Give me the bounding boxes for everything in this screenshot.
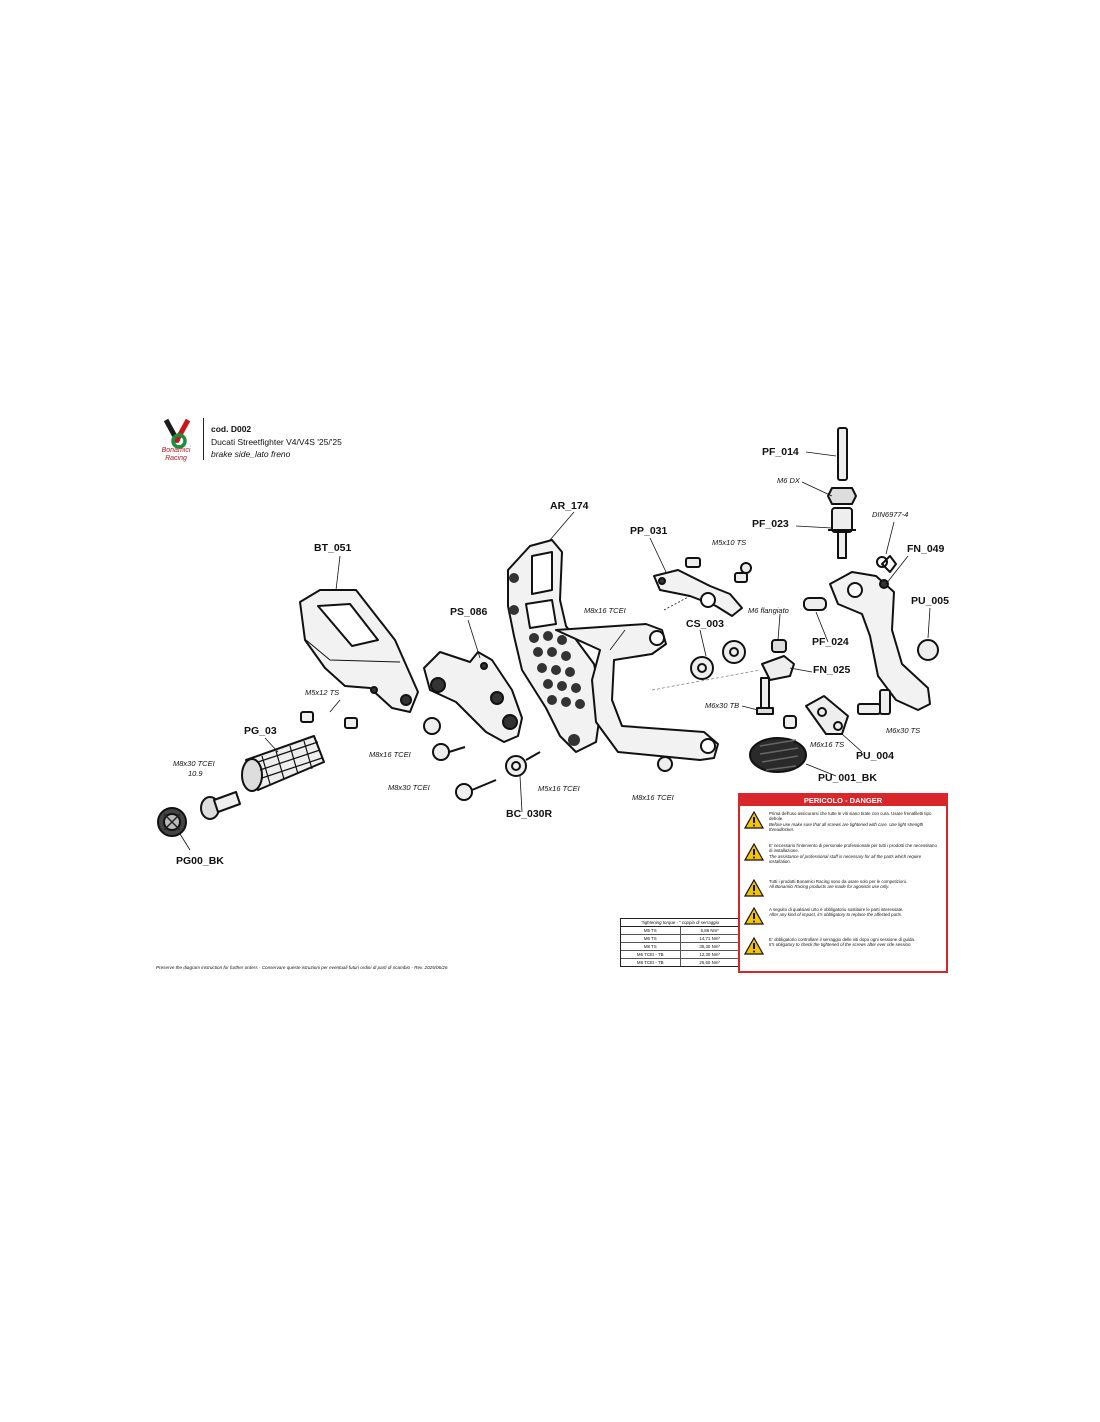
label-m8x16-tcei-top: M8x16 TCEI: [584, 606, 626, 615]
heel-guard-part: [299, 589, 419, 713]
danger-text-it: Prima dell'uso assicurarsi che tutte le …: [769, 811, 932, 822]
warning-icon: [744, 937, 764, 955]
header-divider: [203, 418, 204, 460]
label-fn-049: FN_049: [907, 543, 945, 555]
warning-icon: [744, 879, 764, 897]
label-m8x30-tcei-a: M8x30 TCEI: [173, 759, 215, 768]
pin-part: [803, 597, 827, 611]
warning-icon: [744, 811, 764, 829]
label-m5x16-tcei: M5x16 TCEI: [538, 784, 580, 793]
danger-item: Tutti i prodotti Bonamici Racing sono da…: [744, 879, 942, 907]
label-fn-025: FN_025: [813, 664, 851, 676]
label-pg-03: PG_03: [244, 725, 277, 737]
label-pf-014: PF_014: [762, 446, 799, 458]
rearset-holes: [509, 573, 585, 746]
m8x30-bolt: [200, 791, 241, 820]
label-din6977-4: DIN6977-4: [872, 510, 909, 519]
m5x10-screws: [685, 557, 748, 583]
leader-lines: [179, 451, 931, 851]
danger-text-it: E' obbligatorio controllare il serraggio…: [769, 937, 916, 942]
bonamici-logo: [163, 418, 191, 449]
label-pu-004: PU_004: [856, 750, 894, 762]
m6x30-ts-screw: [857, 689, 891, 715]
lever-arm-part: [829, 555, 931, 711]
label-ps-086: PS_086: [450, 606, 488, 618]
product-code: cod. D002: [211, 424, 252, 434]
linkage-part: [756, 639, 795, 715]
plate-part: [423, 651, 523, 743]
label-ar-174: AR_174: [550, 500, 589, 512]
torque-table: "tightening torque - " coppia di serragg…: [620, 918, 740, 967]
label-m8x16-tcei-left: M8x16 TCEI: [369, 750, 411, 759]
danger-text-it: E' necessario l'intervento di personale …: [769, 843, 937, 854]
danger-text-en: It's obligatory to check the tightened o…: [769, 942, 912, 948]
label-m6-flangiato: M6 flangiato: [748, 606, 789, 615]
label-m8x16-tcei-bottom: M8x16 TCEI: [632, 793, 674, 802]
label-m6x30-ts: M6x30 TS: [886, 726, 921, 735]
label-pp-031: PP_031: [630, 525, 668, 537]
pp-031-part: [653, 569, 743, 617]
label-m6-dx: M6 DX: [777, 476, 800, 485]
bearings-part: [690, 640, 746, 680]
label-m8x30-tcei-mid: M8x30 TCEI: [388, 783, 430, 792]
warning-icon: [744, 843, 764, 861]
label-m5x10-ts: M5x10 TS: [712, 538, 747, 547]
brake-lever-part: [555, 623, 719, 761]
label-m5x12-ts: M5x12 TS: [305, 688, 340, 697]
footer-note: Preserve the diagram instruction for fur…: [156, 965, 448, 970]
end-cap-part: [157, 807, 187, 837]
danger-item: A seguito di qualsiasi urto è obbligator…: [744, 907, 942, 935]
label-m6x30-tb: M6x30 TB: [705, 701, 740, 710]
danger-text-it: A seguito di qualsiasi urto è obbligator…: [769, 907, 904, 912]
label-pu-001-bk: PU_001_BK: [818, 772, 877, 784]
torque-table-header: "tightening torque - " coppia di serragg…: [621, 919, 739, 927]
label-pu-005: PU_005: [911, 595, 949, 607]
label-m8x30-tcei-b: 10.9: [188, 769, 203, 778]
model-name: Ducati Streetfighter V4/V4S '25/'25: [211, 437, 342, 447]
label-m6x16-ts: M6x16 TS: [810, 740, 845, 749]
danger-text-en: The assistance of professional staff is …: [769, 853, 922, 865]
danger-text-en: Before use make sure that all screws are…: [769, 821, 924, 833]
pivot-pin-part: [827, 427, 857, 559]
danger-title: PERICOLO - DANGER: [740, 795, 946, 806]
pu-004-part: [805, 695, 849, 735]
label-pf-023: PF_023: [752, 518, 789, 530]
danger-text-en: All Bonamici Racing products are made fo…: [769, 884, 890, 890]
label-pf-024: PF_024: [812, 636, 849, 648]
danger-item: Prima dell'uso assicurarsi che tutte le …: [744, 811, 942, 839]
bush-part: [917, 639, 939, 661]
rubber-peg-part: [749, 737, 807, 773]
danger-item: E' obbligatorio controllare il serraggio…: [744, 937, 942, 965]
danger-text-it: Tutti i prodotti Bonamici Racing sono da…: [769, 879, 907, 884]
warning-icon: [744, 907, 764, 925]
danger-box: PERICOLO - DANGER Prima dell'uso assicur…: [738, 793, 948, 973]
m6x16-screw: [783, 715, 797, 729]
brand-name: Bonamici Racing: [161, 447, 191, 462]
footpeg-part: [241, 735, 325, 792]
danger-text-en: After any kind of impact, it's obbligato…: [769, 912, 903, 918]
side-label: brake side_lato freno: [211, 449, 291, 459]
danger-item: E' necessario l'intervento di personale …: [744, 843, 942, 871]
label-pg00-bk: PG00_BK: [176, 855, 224, 867]
label-bt-051: BT_051: [314, 542, 352, 554]
label-bc-030r: BC_030R: [506, 808, 553, 820]
label-cs-003: CS_003: [686, 618, 724, 630]
misc-screws: [300, 556, 888, 801]
